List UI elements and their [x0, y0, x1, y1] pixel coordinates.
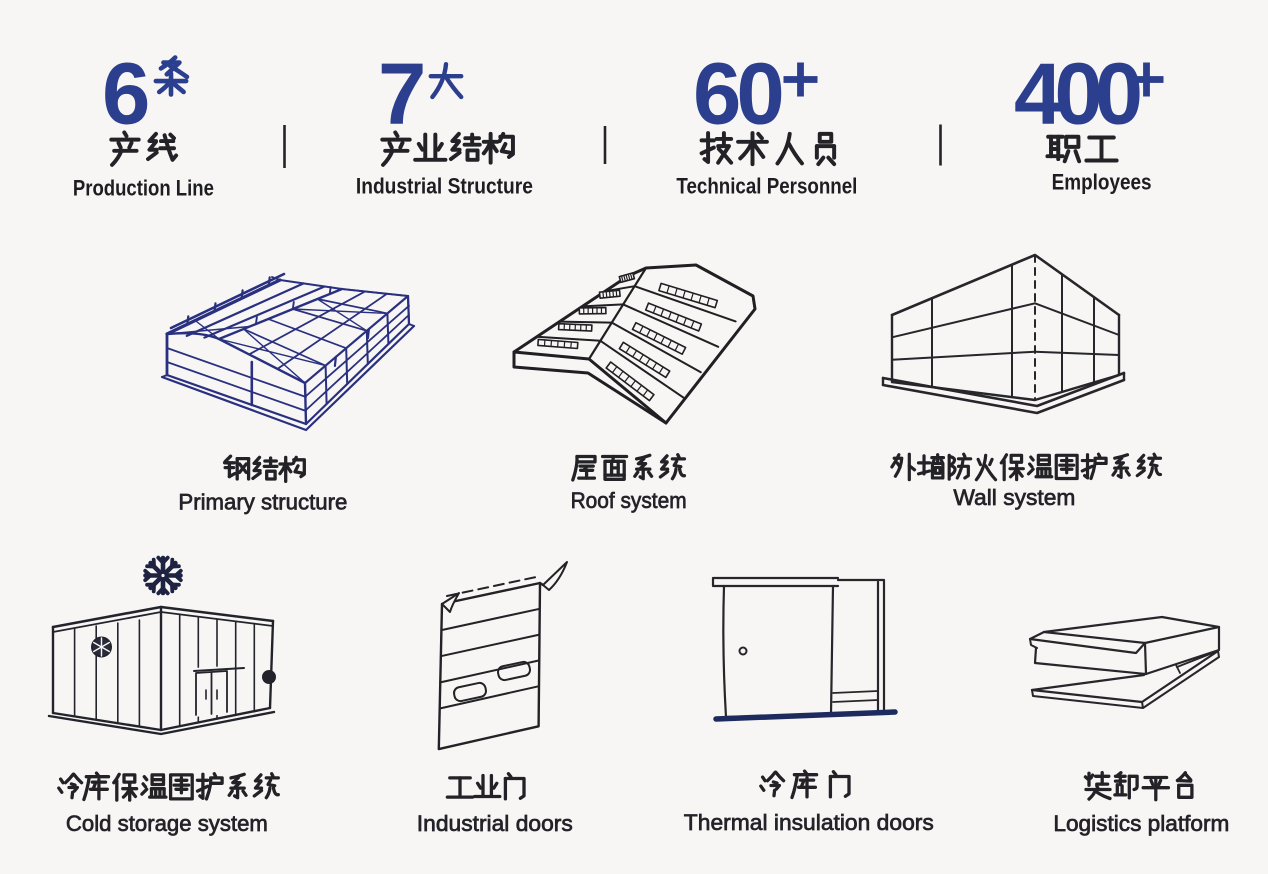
- svg-text:Logistics platform: Logistics platform: [1053, 811, 1229, 836]
- svg-text:Industrial doors: Industrial doors: [417, 811, 573, 836]
- svg-text:60: 60: [693, 46, 781, 143]
- svg-text:Thermal insulation doors: Thermal insulation doors: [684, 810, 934, 835]
- svg-text:Technical Personnel: Technical Personnel: [676, 174, 857, 199]
- svg-text:Industrial Structure: Industrial Structure: [356, 174, 533, 199]
- svg-text:6: 6: [102, 46, 148, 143]
- svg-text:7: 7: [378, 46, 423, 143]
- svg-text:Production Line: Production Line: [73, 176, 214, 201]
- svg-text:Cold storage system: Cold storage system: [66, 811, 268, 836]
- svg-text:Employees: Employees: [1052, 170, 1152, 195]
- svg-text:Primary structure: Primary structure: [178, 490, 347, 515]
- svg-text:Roof system: Roof system: [571, 488, 687, 513]
- svg-text:400: 400: [1014, 46, 1140, 143]
- svg-text:Wall system: Wall system: [953, 485, 1075, 510]
